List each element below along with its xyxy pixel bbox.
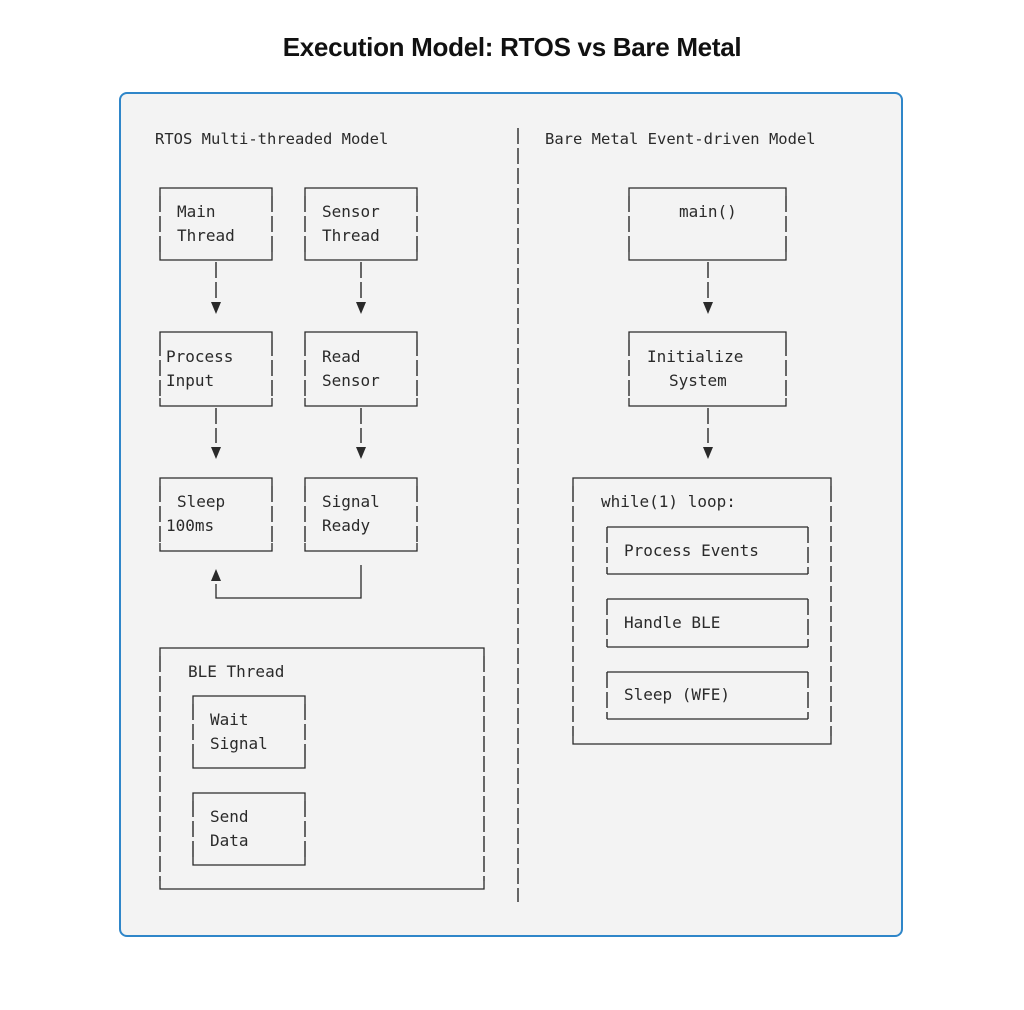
main-thread-line2: Thread (177, 226, 235, 245)
bare-arrow-1 (703, 262, 713, 314)
process-input-box: Process Input (159, 331, 273, 407)
initialize-system-box: Initialize System (628, 331, 787, 407)
send-data-line2: Data (210, 831, 249, 850)
ble-thread-label: BLE Thread (188, 662, 284, 681)
signal-ready-box: Signal Ready (304, 477, 418, 552)
signal-ready-line2: Ready (322, 516, 371, 535)
while-loop-box: while(1) loop: (572, 477, 832, 745)
main-thread-line1: Main (177, 202, 216, 221)
process-events-box: Process Events (606, 526, 809, 575)
process-input-line1: Process (166, 347, 233, 366)
handle-ble-box: Handle BLE (606, 598, 809, 648)
initialize-line1: Initialize (647, 347, 743, 366)
sensor-arrow-2 (356, 408, 366, 459)
while-loop-label: while(1) loop: (601, 492, 736, 511)
read-sensor-line1: Read (322, 347, 361, 366)
main-arrow-1 (211, 262, 221, 314)
sleep-line1: Sleep (177, 492, 225, 511)
main-arrow-2 (211, 408, 221, 459)
signal-to-sleep-arrow (211, 565, 362, 599)
signal-ready-line1: Signal (322, 492, 380, 511)
wait-signal-box: Wait Signal (192, 695, 306, 769)
send-data-box: Send Data (192, 792, 306, 866)
handle-ble-label: Handle BLE (624, 613, 720, 632)
sensor-thread-line2: Thread (322, 226, 380, 245)
main-thread-box: Main Thread (159, 187, 273, 261)
sleep-wfe-label: Sleep (WFE) (624, 685, 730, 704)
ble-thread-box: BLE Thread (159, 647, 485, 890)
main-function-label: main() (679, 202, 737, 221)
page-title: Execution Model: RTOS vs Bare Metal (282, 32, 742, 62)
read-sensor-line2: Sensor (322, 371, 380, 390)
sensor-thread-box: Sensor Thread (304, 187, 418, 261)
process-events-label: Process Events (624, 541, 759, 560)
sensor-thread-line1: Sensor (322, 202, 380, 221)
wait-signal-line2: Signal (210, 734, 268, 753)
wait-signal-line1: Wait (210, 710, 249, 729)
send-data-line1: Send (210, 807, 249, 826)
diagram-panel (119, 92, 903, 937)
sleep-line2: 100ms (166, 516, 214, 535)
bare-arrow-2 (703, 408, 713, 459)
sensor-arrow-1 (356, 262, 366, 314)
read-sensor-box: Read Sensor (304, 331, 418, 407)
process-input-line2: Input (166, 371, 214, 390)
rtos-heading: RTOS Multi-threaded Model (155, 130, 388, 148)
main-function-box: main() (628, 187, 787, 261)
bare-metal-heading: Bare Metal Event-driven Model (545, 130, 816, 148)
initialize-line2: System (669, 371, 727, 390)
sleep-wfe-box: Sleep (WFE) (606, 671, 809, 720)
sleep-box: Sleep 100ms (159, 477, 273, 552)
